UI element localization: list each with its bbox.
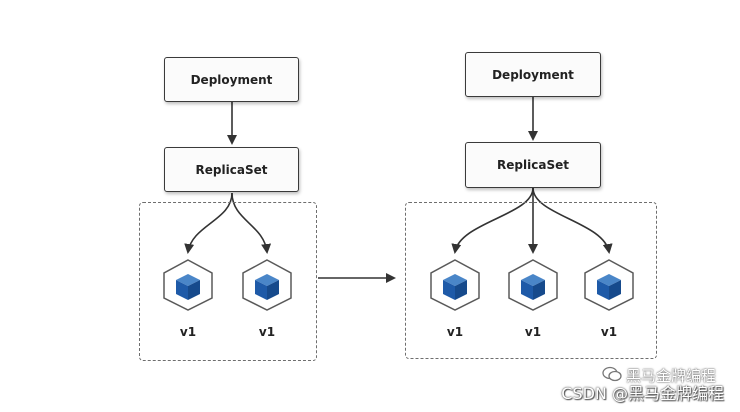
wechat-logo-icon xyxy=(602,366,622,386)
left-rs-to-pod1-arrow xyxy=(184,192,233,254)
right-replicaset-box: ReplicaSet xyxy=(465,142,601,188)
cube-icon xyxy=(240,258,294,317)
left-replicaset-box: ReplicaSet xyxy=(164,147,299,192)
watermark-brand: 黑马金牌编程 xyxy=(602,365,716,386)
right-pod-group xyxy=(405,202,657,359)
cube-icon xyxy=(161,258,215,317)
right-rs-to-pod1-arrow xyxy=(451,187,534,254)
right-pod-3-version: v1 xyxy=(600,325,618,339)
cube-icon xyxy=(582,258,636,317)
watermark-brand-text: 黑马金牌编程 xyxy=(625,367,716,385)
right-pod-2-version: v1 xyxy=(524,325,542,339)
left-deployment-box: Deployment xyxy=(164,57,299,102)
left-pod-1-version: v1 xyxy=(179,325,197,339)
right-rs-to-pod3-arrow xyxy=(532,187,613,254)
right-pod-1-version: v1 xyxy=(446,325,464,339)
watermark-text: CSDN @黑马金牌编程 xyxy=(561,384,724,403)
cube-icon xyxy=(428,258,482,317)
left-rs-to-pod2-arrow xyxy=(231,192,272,254)
cube-icon xyxy=(506,258,560,317)
left-pod-group xyxy=(139,202,317,361)
left-pod-2-version: v1 xyxy=(258,325,276,339)
right-deployment-box: Deployment xyxy=(465,52,601,97)
